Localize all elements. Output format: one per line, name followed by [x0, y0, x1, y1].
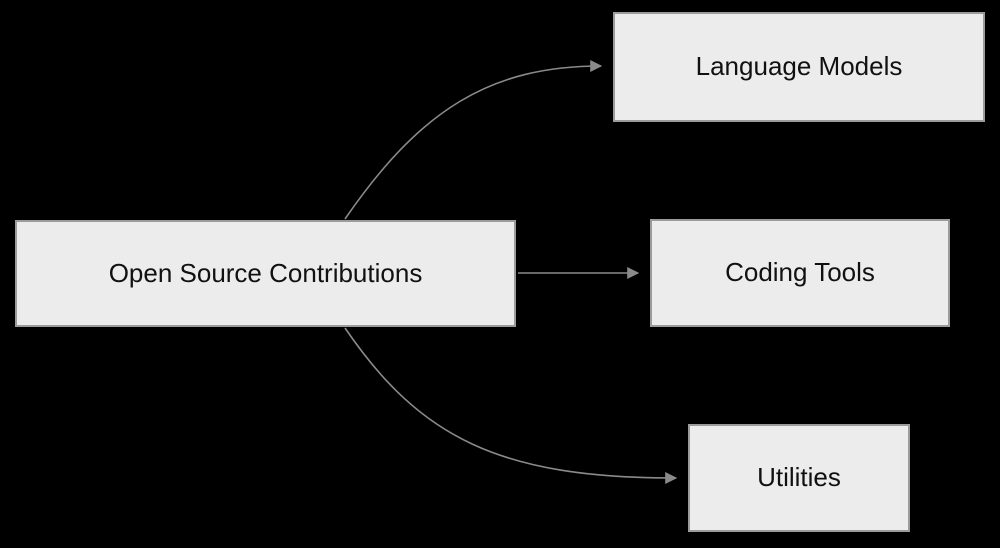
node-open-source-contributions-label: Open Source Contributions	[108, 257, 423, 288]
node-language-models: Language Models	[613, 12, 985, 122]
edge-center-to-language-models	[344, 60, 603, 220]
node-coding-tools: Coding Tools	[650, 219, 950, 327]
edge-center-to-utilities	[344, 327, 678, 484]
node-utilities-label: Utilities	[757, 462, 841, 493]
node-coding-tools-label: Coding Tools	[725, 257, 875, 288]
node-open-source-contributions: Open Source Contributions	[15, 220, 516, 327]
node-utilities: Utilities	[688, 424, 910, 532]
node-language-models-label: Language Models	[695, 51, 903, 82]
